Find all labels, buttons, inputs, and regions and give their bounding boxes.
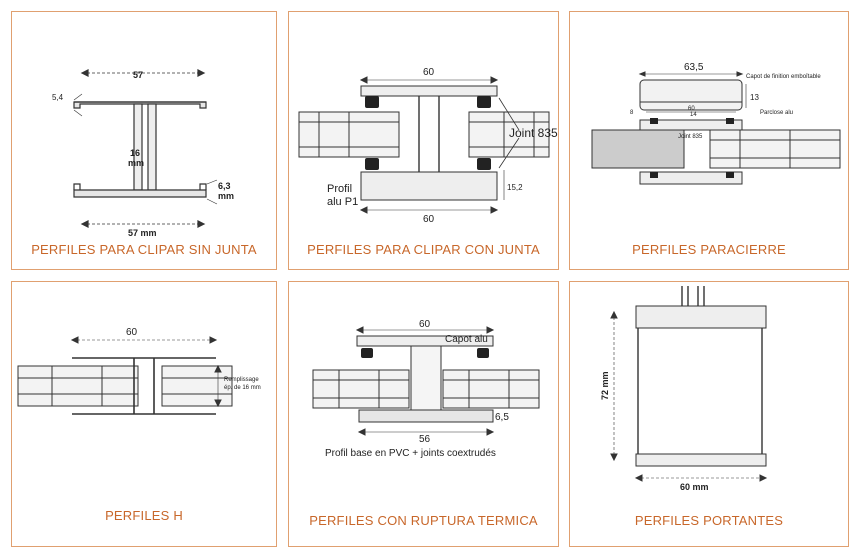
label-fill-2: ép. de 16 mm: [224, 385, 261, 391]
profile-drawing-con-junta: 60 Joint 835 15,2 Profil alu P1 60: [298, 67, 558, 225]
label-profil-1: Profil: [327, 183, 352, 195]
label-fill-1: Remplissage: [224, 377, 259, 383]
label-top-width: 57: [133, 70, 143, 80]
caption-clipar-sin-junta: PERFILES PARA CLIPAR SIN JUNTA: [31, 242, 257, 257]
label-top-width: 60: [419, 319, 431, 330]
label-top-width: 60: [126, 327, 138, 338]
label-center-gap: 16: [130, 148, 140, 158]
card-clipar-sin-junta: 57 5,4 16 mm 6,3 mm 57 mm PERFILES PARA …: [11, 11, 277, 270]
label-inner-width: 60: [688, 106, 695, 112]
label-height: 15,2: [507, 183, 523, 192]
label-base-note: Profil base en PVC + joints coextrudés: [325, 448, 496, 459]
label-bottom-width: 56: [419, 434, 431, 445]
label-top-width: 63,5: [684, 62, 704, 73]
label-bottom-width: 57 mm: [128, 228, 157, 238]
caption-ruptura-termica: PERFILES CON RUPTURA TERMICA: [309, 513, 538, 528]
label-center-unit: mm: [128, 158, 144, 168]
label-left-thickness: 5,4: [52, 93, 64, 102]
label-right-thickness: 6,3: [218, 181, 231, 191]
label-height: 13: [750, 93, 759, 102]
card-portantes: 72 mm 60 mm PERFILES PORTANTES: [569, 281, 849, 547]
label-height: 6,5: [495, 412, 509, 423]
card-paracierre: 63,5 Capot de finition emboîtable 13 60 …: [569, 11, 849, 270]
profile-drawing-sin-junta: 57 5,4 16 mm 6,3 mm 57 mm: [52, 69, 234, 238]
caption-perfiles-h: PERFILES H: [105, 508, 183, 523]
label-right-unit: mm: [218, 191, 234, 201]
label-joint: Joint 835: [509, 126, 558, 140]
caption-clipar-con-junta: PERFILES PARA CLIPAR CON JUNTA: [307, 242, 540, 257]
label-width: 60 mm: [680, 482, 709, 492]
profile-drawing-ruptura: 60 Capot alu 56 6,5 Profil base en PVC +…: [312, 319, 540, 459]
profile-drawing-paracierre: 63,5 Capot de finition emboîtable 13 60 …: [591, 62, 841, 185]
label-inner-small: 14: [690, 112, 697, 118]
label-height: 72 mm: [600, 371, 610, 400]
label-bottom-width: 60: [423, 214, 435, 225]
profile-drawing-h: 60 Remplissage ép. de 16 mm: [17, 327, 261, 415]
card-ruptura-termica: 60 Capot alu 56 6,5 Profil base en PVC +…: [288, 281, 559, 547]
label-joint: Joint 835: [678, 134, 703, 140]
profile-drawing-portantes: 72 mm 60 mm: [600, 286, 768, 492]
card-perfiles-h: 60 Remplissage ép. de 16 mm PERFILES H: [11, 281, 277, 547]
label-parclose: Parclose alu: [760, 110, 793, 116]
label-top-width: 60: [423, 67, 435, 78]
label-profil-2: alu P1: [327, 196, 358, 208]
caption-portantes: PERFILES PORTANTES: [634, 513, 784, 528]
label-capot: Capot de finition emboîtable: [746, 74, 821, 80]
label-capot: Capot alu: [445, 334, 488, 345]
card-clipar-con-junta: 60 Joint 835 15,2 Profil alu P1 60 PERFI…: [288, 11, 559, 270]
caption-paracierre: PERFILES PARACIERRE: [632, 242, 786, 257]
label-left-small: 8: [630, 110, 634, 116]
